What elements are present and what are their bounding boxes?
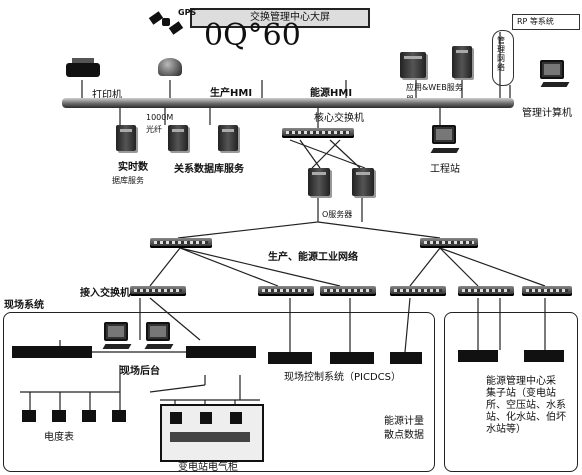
access-switch-5: [458, 286, 514, 296]
substation-cabinet: [160, 404, 264, 462]
o-server-label: O服务器: [322, 210, 353, 219]
workstation-icon: [432, 125, 456, 144]
field-backstage-pc-2: [146, 322, 170, 341]
app-web-server-rack-icon: [452, 46, 472, 78]
access-switch-4: [390, 286, 446, 296]
substation-line-2: 集子站（变电站: [486, 388, 556, 399]
field-backstage-keyboard-2: [144, 344, 174, 349]
access-switch-1: [130, 286, 186, 296]
realtime-db-server-icon: [116, 125, 136, 151]
field-system-box: [3, 312, 435, 472]
industrial-switch-left: [150, 238, 212, 248]
erp-system-label: RP 等系统: [517, 17, 554, 26]
dashboard-screen-label: 交换管理中心大屏: [250, 12, 330, 23]
workstation-label: 工程站: [430, 164, 460, 175]
gps-satellite-icon: [148, 10, 184, 38]
dashboard-screen: 交换管理中心大屏: [190, 8, 370, 28]
mgmt-computer-label: 管理计算机: [522, 108, 572, 119]
fiber-speed-label: 1000M光纤: [146, 113, 174, 134]
picdcs-label: 现场控制系统（PICDCS）: [284, 372, 401, 383]
gps-label: GPS: [178, 8, 197, 17]
core-switch-icon: [282, 128, 354, 138]
printer-icon: [66, 58, 100, 80]
central-server-icon-2: [352, 168, 374, 196]
realtime-db-label-a: 实时数: [118, 162, 148, 173]
substation-line-4: 站、化水站、伯坏: [486, 412, 566, 423]
gps-receiver-icon: [158, 58, 182, 76]
central-server-icon-1: [308, 168, 330, 196]
power-meter-2: [52, 410, 66, 422]
energy-meter-label-b: 散点数据: [384, 430, 424, 441]
field-backstage-pc-1: [104, 322, 128, 341]
workstation-keyboard-icon: [430, 148, 460, 153]
access-switch-2: [258, 286, 314, 296]
access-switch-6: [522, 286, 572, 296]
industrial-network-label: 生产、能源工业网络: [268, 252, 358, 263]
access-switch-3: [320, 286, 376, 296]
substation-line-5: 水站等）: [486, 424, 526, 435]
picdcs-controller-2: [330, 352, 374, 364]
energy-hmi-label: 能源HMI: [310, 88, 353, 99]
field-controller-right: [186, 346, 256, 358]
field-controller-left: [12, 346, 92, 358]
mgmt-network-label: 管理网络: [497, 36, 505, 72]
field-backstage-label: 现场后台: [120, 366, 160, 377]
production-hmi-label: 生产HMI: [210, 88, 253, 99]
power-meter-3: [82, 410, 96, 422]
substation-line-1: 能源管理中心采: [486, 376, 556, 387]
access-switch-label: 接入交换机: [80, 288, 130, 299]
relational-db-server-icon-2: [218, 125, 238, 151]
mgmt-keyboard-icon: [540, 82, 570, 87]
erp-system-box: RP 等系统: [512, 14, 580, 30]
substation-line-3: 所、空压站、水系: [486, 400, 566, 411]
app-web-server-icon: [400, 52, 426, 78]
field-backstage-keyboard-1: [102, 344, 132, 349]
industrial-switch-right: [420, 238, 478, 248]
substation-text: 能源管理中心采 集子站（变电站 所、空压站、水系 站、化水站、伯坏 水站等）: [486, 376, 578, 436]
substation-cabinet-label: 变电站电气柜: [178, 462, 238, 473]
substation-controller-1: [458, 350, 498, 362]
relational-db-label: 关系数据库服务: [174, 164, 244, 175]
energy-center-box: [444, 312, 578, 472]
substation-controller-2: [524, 350, 564, 362]
relational-db-server-icon: [168, 125, 188, 151]
printer-label: 打印机: [92, 90, 122, 101]
overlay-text: 0Q°60: [204, 18, 301, 53]
power-meter-1: [22, 410, 36, 422]
power-meter-4: [112, 410, 126, 422]
mgmt-computer-icon: [540, 60, 564, 79]
picdcs-controller-3: [390, 352, 422, 364]
power-meter-label: 电度表: [44, 432, 74, 443]
field-system-label: 现场系统: [4, 300, 44, 311]
energy-meter-label-a: 能源计量: [384, 416, 424, 427]
core-switch-label: 核心交换机: [314, 113, 364, 124]
realtime-db-label-b: 据库服务: [112, 176, 144, 185]
main-network-bus: [62, 98, 514, 108]
picdcs-controller-1: [268, 352, 312, 364]
mgmt-network-oval: [492, 30, 514, 86]
